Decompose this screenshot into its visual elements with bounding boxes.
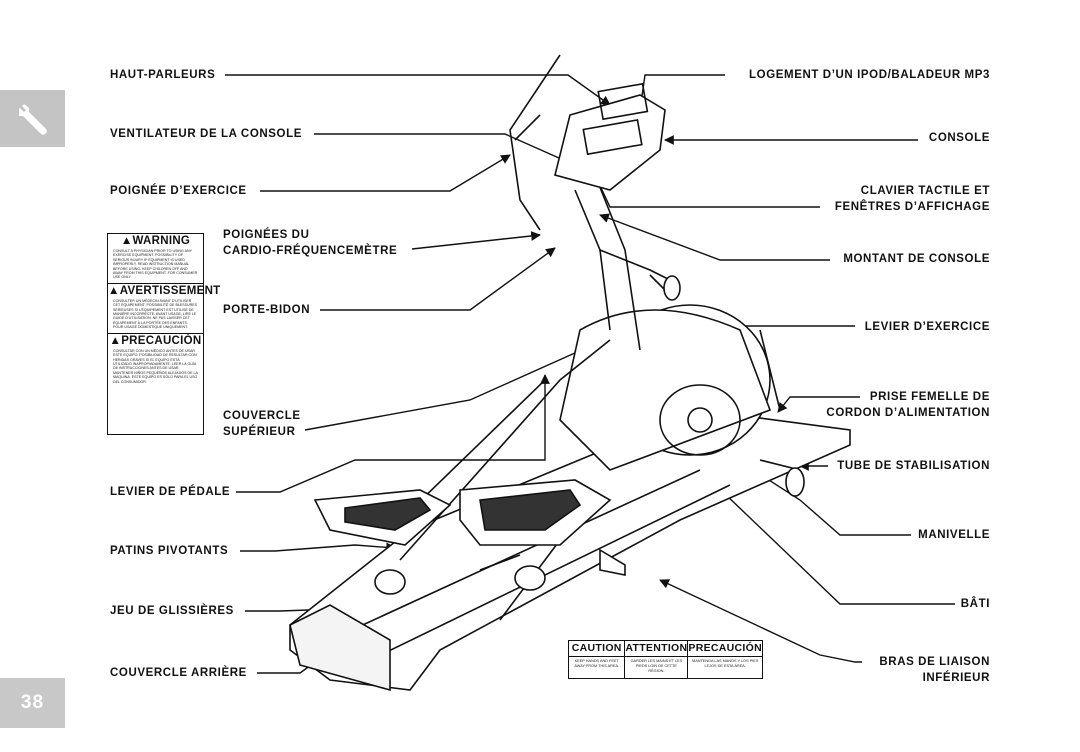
- label-logement: LOGEMENT D’UN IPOD/BALADEUR MP3: [749, 69, 990, 81]
- label-couvercle-arriere: COUVERCLE ARRIÈRE: [110, 667, 247, 679]
- warning-title: ▲WARNING: [120, 235, 191, 247]
- label-montant: MONTANT DE CONSOLE: [843, 253, 990, 265]
- label-haut-parleurs: HAUT-PARLEURS: [110, 69, 216, 81]
- leader-patins: [240, 542, 396, 553]
- warning-text: Consult a physician prior to using any e…: [113, 249, 198, 280]
- label-couvercle-superieur: COUVERCLE SUPÉRIEUR: [223, 410, 301, 438]
- caution-label: CAUTION Keep hands and feet away from th…: [568, 640, 763, 679]
- leader-ventilateur: [314, 133, 569, 163]
- avertissement-title: ▲AVERTISSEMENT: [108, 284, 221, 297]
- leader-levier-pedale: [236, 374, 550, 493]
- leader-couvercle-sup: [304, 334, 616, 431]
- label-manivelle: MANIVELLE: [918, 529, 990, 541]
- caution-column: CAUTION Keep hands and feet away from th…: [569, 641, 625, 678]
- machine-outline: [289, 54, 851, 692]
- leader-bras: [659, 579, 862, 663]
- warning-label: ▲WARNING Consult a physician prior to us…: [107, 233, 221, 435]
- label-poignees-cardio: POIGNÉES DU CARDIO-FRÉQUENCEMÈTRE: [223, 229, 398, 257]
- leader-prise: [777, 396, 860, 413]
- label-poignee-exercice: POIGNÉE D’EXERCICE: [110, 185, 247, 197]
- leader-poignees-cardio: [411, 231, 541, 250]
- label-patins: PATINS PIVOTANTS: [110, 545, 229, 557]
- label-bati: BÂTI: [960, 598, 990, 610]
- label-glissieres: JEU DE GLISSIÈRES: [110, 605, 234, 617]
- label-tube: TUBE DE STABILISATION: [837, 460, 990, 472]
- label-console: CONSOLE: [928, 132, 990, 144]
- leader-clavier: [594, 174, 820, 208]
- label-ventilateur: VENTILATEUR DE LA CONSOLE: [110, 128, 302, 140]
- precaucion-title: ▲PRECAUCIÓN: [109, 334, 202, 347]
- label-clavier: CLAVIER TACTILE ET FENÊTRES D’AFFICHAGE: [834, 185, 990, 213]
- wrench-icon: [18, 103, 47, 135]
- label-porte-bidon: PORTE-BIDON: [223, 304, 311, 316]
- label-prise: PRISE FEMELLE DE CORDON D’ALIMENTATION: [826, 391, 990, 419]
- label-levier-pedale: LEVIER DE PÉDALE: [110, 486, 231, 498]
- warning-triangle-icon: ▲: [120, 235, 133, 247]
- precaucion-text: Consultar con un médico antes de usar es…: [113, 348, 198, 384]
- attention-column: ATTENTION Garder les mains et les pieds …: [624, 641, 688, 678]
- label-levier-exercice: LEVIER D’EXERCICE: [864, 321, 990, 333]
- label-bras: BRAS DE LIAISON INFÉRIEUR: [879, 656, 990, 684]
- leader-poignee-exercice: [260, 154, 511, 192]
- section-tab: [0, 90, 65, 147]
- page-number: 38: [0, 678, 65, 728]
- warning-triangle-icon: ▲: [109, 334, 122, 347]
- warning-triangle-icon: ▲: [108, 284, 120, 297]
- leader-haut-parleurs: [225, 74, 611, 106]
- leader-montant: [599, 213, 830, 261]
- avertissement-text: Consulter un médecin avant d’utiliser ce…: [113, 298, 198, 330]
- precaucion-column: PRECAUCIÓN Mantenga las manos y los pies…: [687, 641, 762, 678]
- leader-porte-bidon: [320, 247, 556, 311]
